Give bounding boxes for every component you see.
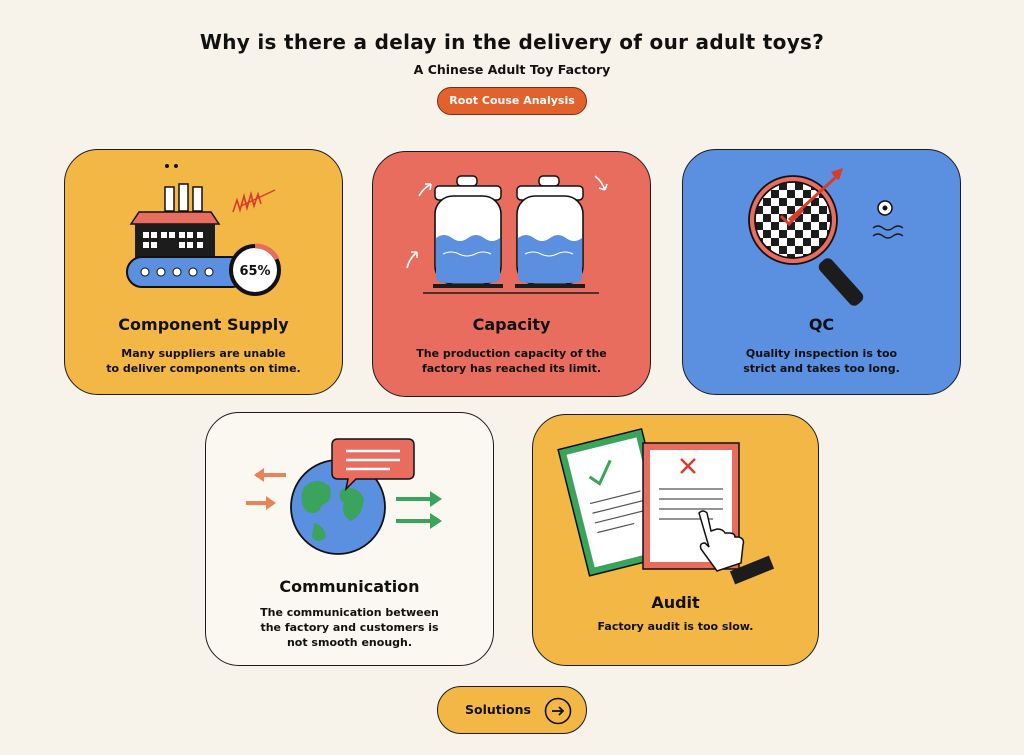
card-title: Audit: [651, 593, 700, 612]
supply-percent-label: 65%: [239, 264, 270, 279]
card-description: Quality inspection is too strict and tak…: [743, 347, 900, 375]
page-subtitle: A Chinese Adult Toy Factory: [413, 62, 611, 77]
storage-tanks-icon: [406, 175, 608, 294]
card-capacity[interactable]: Capacity The production capacity of the …: [372, 151, 651, 397]
solutions-button[interactable]: Solutions: [437, 686, 587, 734]
root-cause-badge: Root Couse Analysis: [437, 87, 587, 115]
card-title: QC: [808, 315, 835, 334]
card-title: Capacity: [472, 315, 551, 334]
arrow-right-icon: [544, 697, 572, 725]
card-title: Component Supply: [118, 315, 289, 334]
card-description: Many suppliers are unable to deliver com…: [106, 347, 301, 375]
card-description: The production capacity of the factory h…: [416, 347, 607, 375]
card-title: Communication: [279, 577, 420, 596]
factory-conveyor-icon: 65%: [126, 164, 281, 296]
card-component-supply[interactable]: 65% Component Supply Many suppliers are …: [64, 149, 343, 395]
magnifier-target-icon: [748, 168, 904, 306]
page-title: Why is there a delay in the delivery of …: [199, 30, 825, 54]
card-qc[interactable]: QC Quality inspection is too strict and …: [682, 149, 961, 395]
card-description: The communication between the factory an…: [260, 606, 439, 649]
solutions-label: Solutions: [465, 702, 531, 717]
audit-documents-icon: [557, 427, 775, 585]
card-description: Factory audit is too slow.: [597, 620, 754, 633]
card-audit[interactable]: Audit Factory audit is too slow.: [532, 414, 819, 666]
card-communication[interactable]: Communication The communication between …: [205, 412, 494, 666]
globe-chat-icon: [246, 438, 442, 555]
